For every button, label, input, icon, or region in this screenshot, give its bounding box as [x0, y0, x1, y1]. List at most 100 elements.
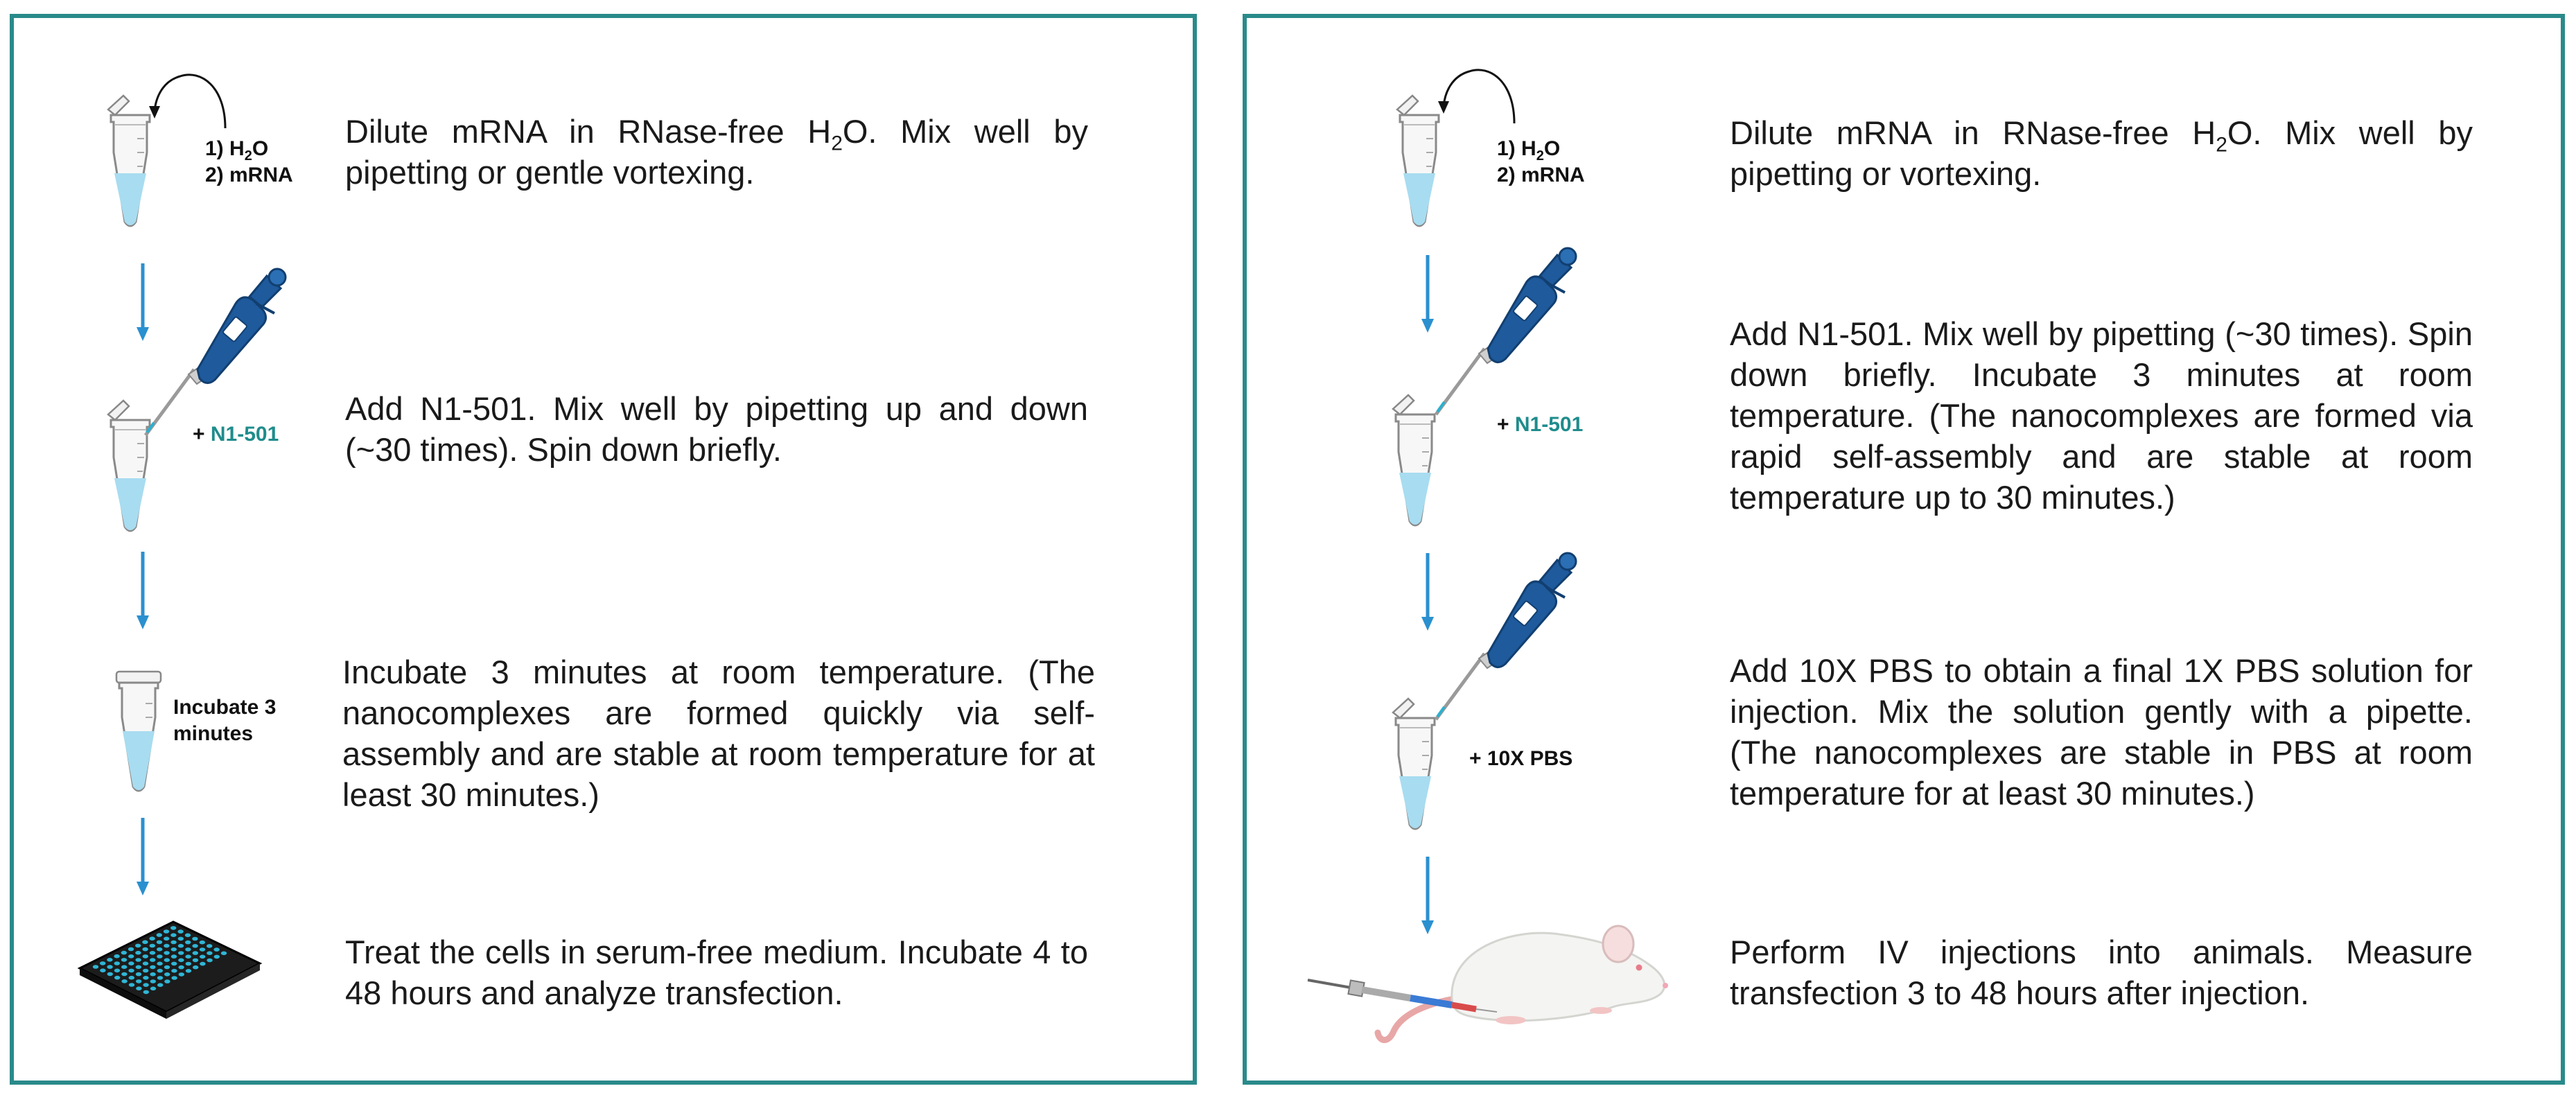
curved-arrow-icon: [148, 73, 227, 130]
well: [164, 965, 170, 970]
well: [128, 947, 134, 952]
well: [207, 958, 213, 963]
well: [170, 933, 177, 937]
well: [150, 979, 156, 983]
well: [136, 986, 142, 990]
down-arrow-icon: [1421, 255, 1435, 338]
well: [220, 951, 227, 956]
well: [184, 933, 191, 938]
well: [192, 936, 198, 941]
well: [177, 936, 184, 941]
well: [170, 947, 177, 952]
right-step2-text: Add N1-501. Mix well by pipetting (~30 t…: [1730, 315, 2473, 516]
right-protocol-panel: [1243, 14, 2565, 1085]
well: [121, 972, 128, 977]
well: [177, 943, 184, 948]
left-protocol-panel: [10, 14, 1197, 1085]
well: [128, 983, 135, 987]
well: [92, 965, 99, 969]
right-step1-text: Dilute mRNA in RNase-free H2O. Mix well …: [1730, 114, 2473, 192]
well: [100, 968, 106, 972]
well: [164, 951, 170, 955]
well: [164, 936, 170, 941]
well: [170, 926, 177, 930]
step3-label-pbs: + 10X PBS: [1469, 747, 1573, 770]
well: [128, 975, 134, 980]
well: [114, 968, 121, 973]
well: [142, 954, 148, 959]
well: [200, 961, 206, 966]
well: [185, 947, 191, 952]
tube-icon: [1392, 394, 1436, 527]
step1-label-reagents: 1) H2O 2) mRNA: [205, 137, 293, 186]
well: [135, 950, 141, 955]
well: [171, 968, 177, 973]
left-step2-text: Add N1-501. Mix well by pipetting up and…: [345, 390, 1088, 468]
well: [156, 940, 163, 945]
well: [107, 965, 113, 969]
well: [213, 954, 220, 959]
well: [157, 976, 164, 980]
well: [157, 954, 163, 959]
well: [178, 965, 184, 970]
well: [157, 961, 163, 966]
well: [121, 979, 128, 983]
well: [128, 954, 134, 959]
well: [142, 961, 149, 965]
right-step4-text: Perform IV injections into animals. Meas…: [1730, 934, 2473, 1011]
down-arrow-icon: [136, 818, 150, 901]
well: [128, 961, 134, 965]
well: [142, 947, 148, 952]
well: [150, 965, 156, 970]
well: [170, 940, 177, 945]
well: [185, 954, 191, 959]
well: [114, 954, 120, 959]
left-step3-text: Incubate 3 minutes at room temperature. …: [342, 654, 1095, 813]
well: [107, 958, 113, 962]
well: [163, 929, 170, 934]
well-plate-icon: [77, 920, 263, 1019]
well: [164, 972, 170, 977]
step3-label-incubate: Incubate 3 minutes: [173, 696, 277, 745]
well: [200, 954, 206, 959]
well: [185, 969, 192, 973]
well: [114, 961, 120, 965]
well: [178, 972, 184, 977]
well: [100, 961, 106, 965]
well: [156, 933, 162, 937]
well: [213, 947, 220, 952]
well: [207, 944, 213, 948]
well: [143, 976, 149, 980]
well: [170, 954, 177, 959]
left-step1-text: Dilute mRNA in RNase-free H2O. Mix well …: [345, 113, 1088, 191]
well: [192, 958, 199, 963]
well: [150, 972, 156, 977]
well: [121, 965, 128, 969]
well: [164, 943, 170, 948]
right-step3-text: Add 10X PBS to obtain a final 1X PBS sol…: [1730, 652, 2473, 812]
well: [199, 940, 205, 945]
well: [149, 943, 155, 948]
well: [143, 968, 149, 973]
pipette-icon: [146, 263, 284, 444]
well: [142, 940, 148, 945]
step1-label-reagents: 1) H2O 2) mRNA: [1497, 137, 1585, 186]
well: [177, 929, 184, 934]
well: [192, 944, 198, 948]
well: [143, 983, 149, 987]
well: [164, 958, 170, 962]
step2-label-reagent: + N1-501: [1497, 413, 1584, 436]
well: [193, 965, 199, 970]
well: [178, 951, 184, 955]
down-arrow-icon: [1421, 553, 1435, 636]
well: [164, 979, 170, 983]
well: [114, 975, 121, 980]
well: [185, 940, 191, 945]
well: [143, 990, 149, 995]
well: [149, 936, 155, 941]
well: [192, 951, 198, 955]
well: [178, 958, 184, 963]
well: [157, 968, 163, 973]
well: [157, 947, 163, 952]
left-step4-text: Treat the cells in serum-free medium. In…: [345, 934, 1088, 1011]
